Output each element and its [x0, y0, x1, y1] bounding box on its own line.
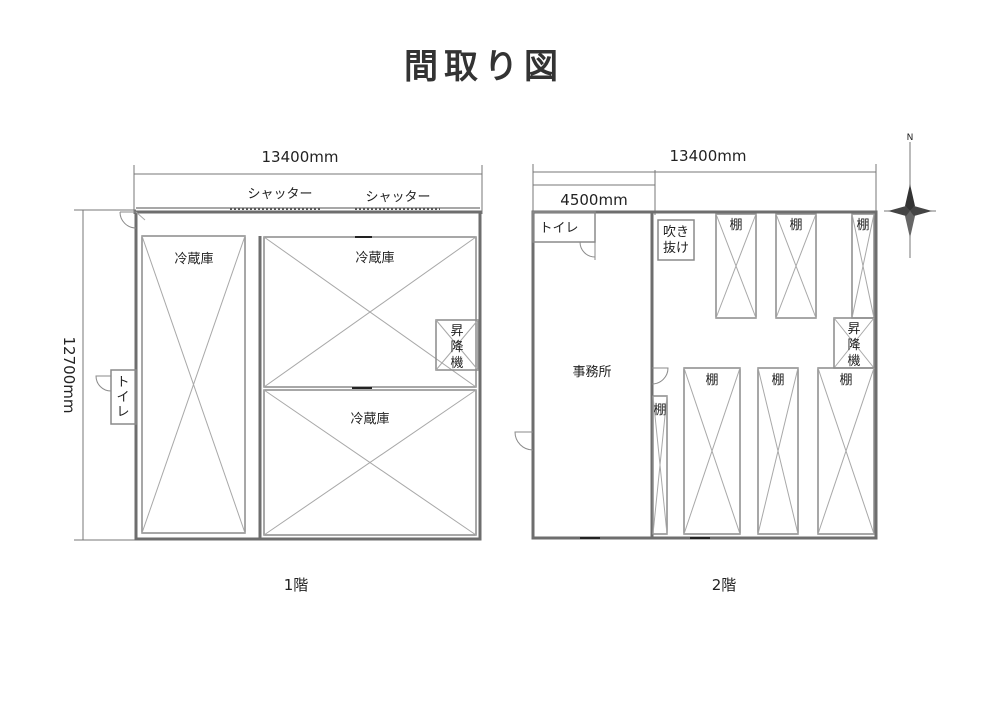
floor1-height-label: 12700mm	[60, 337, 78, 414]
floor2-shelf-narrow	[652, 395, 668, 535]
floor2-shelf-label: 棚	[729, 218, 742, 233]
svg-text:降: 降	[847, 338, 860, 353]
svg-text:吹き: 吹き	[663, 225, 689, 240]
floor2-shelf-upper-2	[775, 213, 817, 319]
floor1-lift-char-2: 降	[450, 340, 463, 355]
svg-text:ト: ト	[116, 375, 129, 390]
svg-text:機: 機	[847, 354, 860, 369]
svg-text:抜け: 抜け	[663, 240, 689, 256]
floor1-plan: 13400mm 12700mm シャッター シャッター 冷蔵庫 冷蔵庫	[60, 148, 483, 594]
floor1-shutter-label-2: シャッター	[365, 190, 430, 205]
floor1-cold-room-lower	[263, 389, 477, 536]
floor1-entry-door	[119, 211, 137, 229]
floor2-caption: 2階	[712, 576, 737, 594]
svg-text:棚: 棚	[653, 403, 666, 418]
floor2-plan: 13400mm 4500mm トイレ 吹き 抜け 事務所 棚 棚 棚	[514, 147, 878, 594]
svg-text:棚: 棚	[839, 373, 852, 388]
svg-text:レ: レ	[116, 405, 129, 420]
floor2-shelf-lower-1	[683, 367, 741, 535]
svg-text:昇: 昇	[847, 322, 860, 337]
svg-text:棚: 棚	[856, 218, 869, 233]
floor2-toilet-label: トイレ	[539, 221, 578, 236]
floor1-shutter-label-1: シャッター	[247, 187, 312, 202]
floor2-toilet	[532, 211, 596, 243]
floor2-office-door	[514, 431, 534, 451]
floor2-shelf-upper-1	[715, 213, 757, 319]
floor1-toilet	[110, 369, 137, 425]
floor2-office-label: 事務所	[572, 365, 611, 380]
floor2-width-label: 13400mm	[670, 147, 747, 165]
compass-icon: N	[884, 133, 936, 258]
svg-text:棚: 棚	[705, 373, 718, 388]
floor1-lift	[435, 319, 479, 371]
floor1-lift-char-3: 機	[450, 356, 463, 371]
floor1-caption: 1階	[284, 576, 309, 594]
svg-text:イ: イ	[116, 390, 129, 405]
floor1-cold-room-left	[141, 235, 246, 534]
compass-north-label: N	[907, 133, 914, 143]
floor1-width-label: 13400mm	[262, 148, 339, 166]
floor2-atrium	[657, 219, 695, 261]
svg-text:棚: 棚	[771, 373, 784, 388]
page-title: 間取り図	[404, 47, 564, 87]
floor1-cold-room-upper-label: 冷蔵庫	[355, 251, 394, 266]
floor2-office-width-label: 4500mm	[560, 191, 627, 209]
floor1-lift-char-1: 昇	[450, 324, 463, 339]
floor1-cold-room-left-label: 冷蔵庫	[174, 252, 213, 267]
floor1-cold-room-lower-label: 冷蔵庫	[350, 412, 389, 427]
svg-text:棚: 棚	[789, 218, 802, 233]
floor2-shelf-lower-3	[817, 367, 875, 535]
floor2-shelf-lower-2	[757, 367, 799, 535]
